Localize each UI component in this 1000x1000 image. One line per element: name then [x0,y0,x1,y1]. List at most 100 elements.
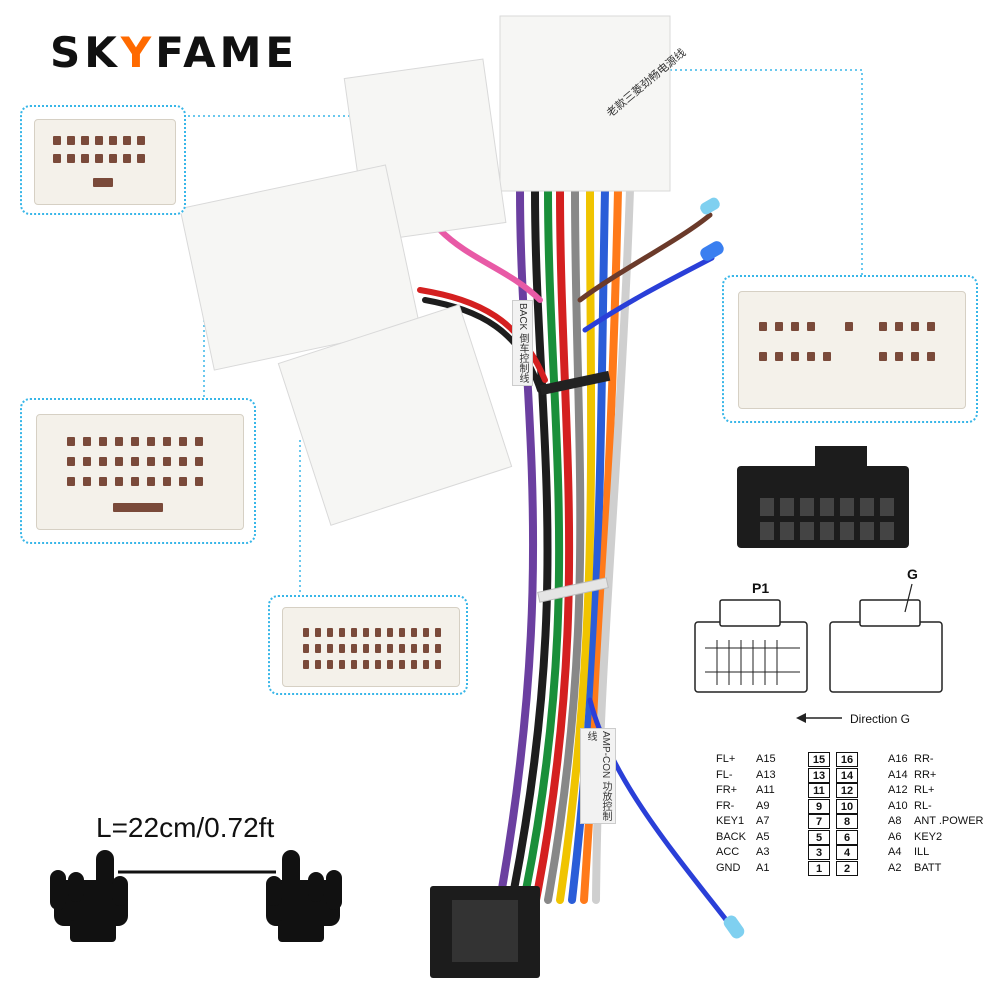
pin-number: 15 [808,752,830,767]
white-connector-left [179,164,421,371]
connector-photo-top-left [20,105,186,215]
amp-control-tag: AMP-CON 功放控制线 [580,728,616,824]
pin-number: 5 [808,829,830,845]
pin-id-label: A5 [756,830,770,843]
connector-photo-mid-left [20,398,256,544]
pin-number: 12 [836,783,858,798]
wire [496,186,538,904]
connector-face [282,607,460,687]
pin-number: 4 [836,845,858,860]
pinout-row: FR- A9 9 10 A10 RL- [716,798,988,814]
pin-number: 1 [808,860,830,876]
p1-drawing-top [719,599,781,627]
pin-number: 16 [836,752,858,767]
g-drawing [829,621,943,693]
pin-function-label: BACK [716,830,746,843]
pin-id-label: A1 [756,861,770,874]
pin-function-label: RL+ [914,784,935,796]
wire-tip [700,241,724,261]
wire [544,186,585,904]
pin-function-label: ACC [716,846,740,858]
pin-number: 14 [836,767,858,783]
pin-function-label: KEY1 [716,815,745,827]
brand-accent: Y [120,28,156,77]
white-connector-top-right [499,15,671,192]
pin-id-label: A8 [888,815,902,827]
pin-function-label: FR+ [716,784,738,796]
wire [437,227,543,303]
wire [417,287,548,383]
pin-function-label: FL+ [716,753,736,765]
wire [577,212,713,303]
p1-label: P1 [752,580,770,596]
cable-tie [539,370,611,396]
pin-number: 2 [836,860,858,876]
wire [582,255,715,333]
p1-drawing [694,621,808,693]
pin-function-label: ANT .POWER [914,815,984,827]
cable-tie [537,577,609,603]
pin-number: 10 [836,798,858,814]
pin-id-label: A16 [888,753,908,765]
p1-drawing-slots [705,640,800,685]
pin-id-label: A7 [756,815,770,827]
wire [508,186,552,904]
pin-id-label: A14 [888,768,908,781]
pin-function-label: RR+ [914,768,937,781]
black-connector-right-slots [760,498,894,540]
pin-number: 8 [836,814,858,829]
g-label: G [907,566,918,582]
g-drawing-top [859,599,921,627]
leader-line-right [670,69,863,275]
pin-function-label: RL- [914,799,932,812]
pinout-row: FR+ A11 11 12 A12 RL+ [716,783,988,798]
pin-function-label: GND [716,861,741,874]
wire [520,186,564,904]
direction-arrowhead [796,713,806,723]
pin-id-label: A2 [888,861,902,874]
pin-id-label: A10 [888,799,908,812]
pin-number: 11 [808,783,830,798]
iso-connector-bottom-latch [452,900,518,962]
pin-number: 7 [808,814,830,829]
connector-face [738,291,966,409]
pin-id-label: A13 [756,768,776,781]
connector-line-drawings [694,599,943,693]
pin-function-label: KEY2 [914,830,943,843]
pin-id-label: A4 [888,846,902,858]
pin-id-label: A12 [888,784,908,796]
pin-function-label: ILL [914,846,930,858]
brand-suffix: FAME [155,28,299,77]
connector-photo-right [722,275,978,423]
brand-logo: SKYFAME [50,28,298,77]
connector-photo-lower-left [268,595,468,695]
pin-number: 3 [808,845,830,860]
g-label-pointer [904,583,913,613]
connector-face [36,414,244,530]
pin-number: 9 [808,798,830,814]
pin-id-label: A11 [756,784,775,796]
pin-function-label: FR- [716,799,735,812]
pin-number: 6 [836,829,858,845]
pin-id-label: A9 [756,799,770,812]
brand-prefix: SK [50,28,121,77]
pin-id-label: A15 [756,753,776,765]
pin-function-label: BATT [914,861,942,874]
connector-face [34,119,176,205]
pin-id-label: A3 [756,846,770,858]
wire-bundle [417,186,737,933]
wire [532,186,574,904]
pin-number: 13 [808,767,830,783]
direction-label: Direction G [850,712,911,726]
back-control-tag: BACK 倒车控制线 [512,300,533,386]
pin-id-label: A6 [888,830,902,843]
wire-tip [700,197,720,215]
